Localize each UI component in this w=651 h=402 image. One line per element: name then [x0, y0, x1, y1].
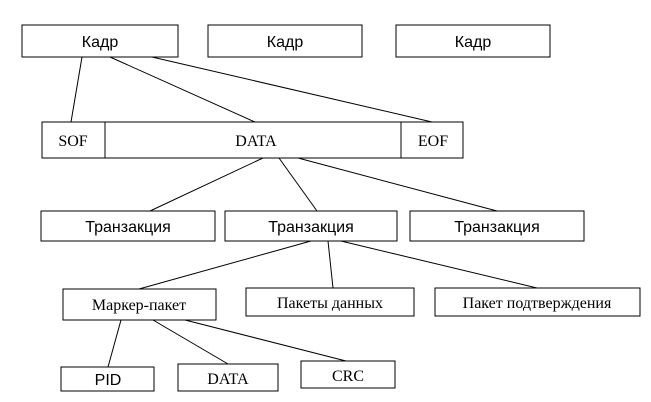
- packet-box-data: Пакеты данных: [245, 287, 415, 317]
- token-field-label-crc: CRC: [332, 368, 364, 385]
- connector-data-transaction-3: [297, 157, 498, 212]
- frame-label-3: Кадр: [455, 34, 492, 51]
- frame-box-3: Кадр: [395, 24, 551, 58]
- frame-box-1: Кадр: [21, 24, 179, 58]
- packet-box-token: Маркер-пакет: [62, 288, 217, 321]
- frame-label-1: Кадр: [82, 34, 119, 51]
- connector-transaction-handshake: [340, 240, 538, 289]
- connector-frame-eof: [151, 56, 433, 123]
- connector-frame-data: [109, 56, 256, 123]
- field-data: DATA: [235, 133, 277, 150]
- packet-label-token: Маркер-пакет: [92, 297, 186, 314]
- field-eof: EOF: [418, 133, 448, 150]
- transaction-box-2: Транзакция: [224, 210, 398, 242]
- frame-label-2: Кадр: [267, 34, 304, 51]
- frame-fields-row: SOF DATA EOF: [41, 121, 464, 159]
- field-sof: SOF: [58, 133, 87, 150]
- packet-label-handshake: Пакет подтверждения: [463, 295, 612, 312]
- connector-data-transaction-2: [278, 157, 318, 212]
- connector-token-pid: [107, 319, 122, 368]
- connector-transaction-token: [138, 240, 312, 290]
- transaction-box-1: Транзакция: [40, 210, 216, 242]
- connector-transaction-datapackets: [327, 240, 334, 289]
- connector-token-data: [152, 319, 229, 365]
- connectors: [70, 56, 538, 368]
- token-field-label-data: DATA: [207, 371, 249, 388]
- token-field-crc: CRC: [300, 360, 396, 389]
- connector-data-transaction-1: [149, 157, 264, 212]
- token-field-data: DATA: [177, 363, 279, 392]
- transaction-label-2: Транзакция: [268, 219, 354, 236]
- transaction-label-3: Транзакция: [454, 219, 540, 236]
- packet-box-handshake: Пакет подтверждения: [434, 287, 641, 317]
- token-field-pid: PID: [60, 366, 155, 392]
- transaction-box-3: Транзакция: [409, 210, 585, 242]
- frame-box-2: Кадр: [207, 24, 363, 58]
- packet-label-data: Пакеты данных: [277, 295, 383, 312]
- transaction-label-1: Транзакция: [85, 219, 171, 236]
- connector-token-crc: [184, 319, 347, 362]
- token-field-label-pid: PID: [95, 372, 122, 389]
- connector-frame-sof: [70, 56, 83, 123]
